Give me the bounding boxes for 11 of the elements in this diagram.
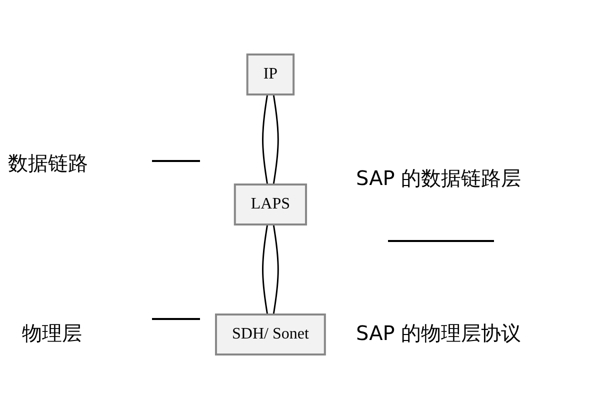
layer-label: 数据链路: [8, 150, 88, 177]
connector: [262, 94, 268, 185]
node-box: IP: [246, 54, 294, 96]
connector: [272, 224, 278, 315]
node-box: SDH/ Sonet: [214, 314, 326, 356]
layer-label: SAP 的数据链路层: [356, 165, 522, 192]
connector: [262, 224, 268, 315]
layer-label: 物理层: [22, 320, 82, 347]
node-box: LAPS: [233, 184, 307, 226]
connector: [272, 94, 278, 185]
layer-label: SAP 的物理层协议: [356, 320, 522, 347]
